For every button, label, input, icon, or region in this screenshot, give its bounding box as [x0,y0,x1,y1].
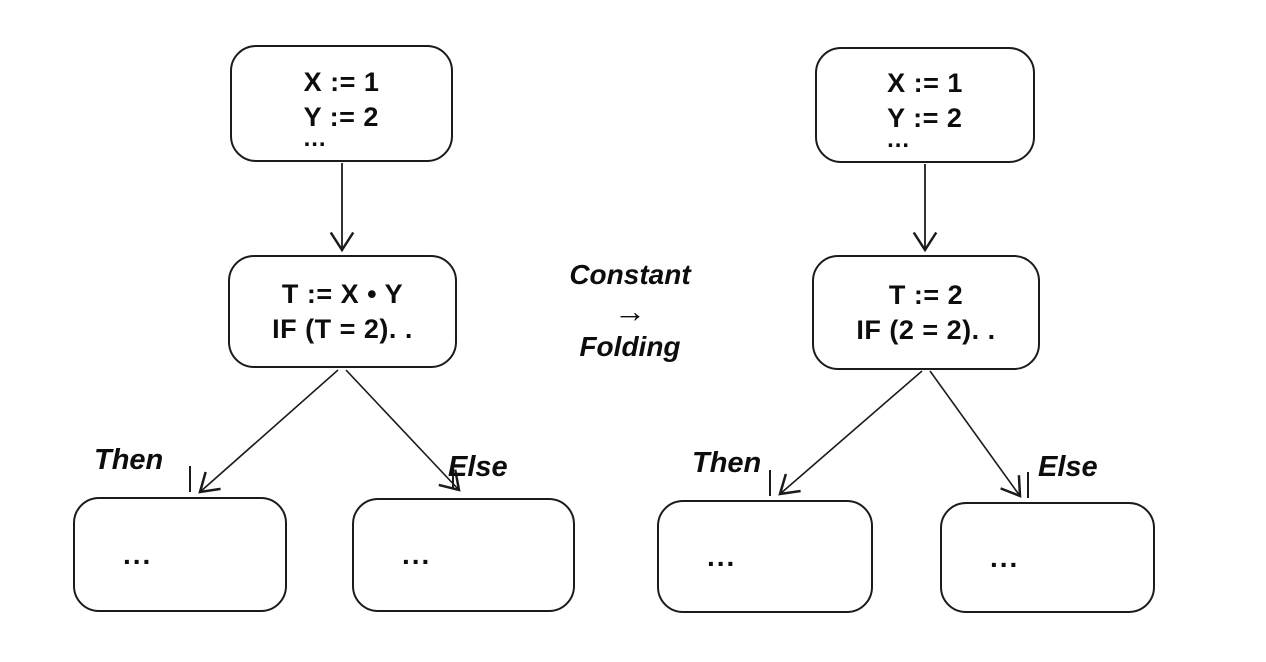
transform-name-top: Constant [569,259,691,290]
entry-block-after: X := 1 Y := 2 ... [815,47,1035,163]
else-arrow-label-after: Else [1038,451,1098,483]
else-block-after-dots: ... [990,541,1020,573]
cond-block-after-code: T := 2 IF (2 = 2). . [856,278,995,348]
flow-arrow-cond-to-else-before [345,369,461,492]
cond-block-before-code: T := X • Y IF (T = 2). . [272,277,413,347]
statement: Y := 2 [303,101,379,132]
else-block-after: ... [940,502,1155,613]
entry-block-after-code: X := 1 Y := 2 ... [887,66,963,153]
transform-name-bottom: Folding [579,331,681,362]
else-block-before-dots: ... [402,539,432,570]
right-arrow-icon: → [614,293,646,329]
statement: IF (T = 2). . [272,313,413,344]
statement: X := 1 [887,68,963,98]
flow-arrow-cond-to-else-after [929,370,1022,498]
entry-block-before-code: X := 1 Y := 2 ... [303,65,380,152]
continuation-dots: ... [887,126,911,153]
then-arrow-label-after: Then [692,447,762,479]
else-arrow-label-before: Else [448,451,508,483]
cond-block-before: T := X • Y IF (T = 2). . [228,255,457,368]
then-arrow-label-before: Then [94,444,164,476]
statement: T := 2 [888,279,964,310]
continuation-dots: ... [303,124,327,152]
transform-label: Constant → Folding [540,258,720,364]
then-block-before: ... [73,497,287,612]
then-block-after: ... [657,500,873,613]
statement: Y := 2 [887,103,963,133]
statement: T := X • Y [281,278,404,309]
flow-arrow-cond-to-then-before [198,369,339,494]
entry-block-before: X := 1 Y := 2 ... [230,45,453,162]
statement: IF (2 = 2). . [856,314,996,345]
else-block-before: ... [352,498,575,612]
statement: X := 1 [303,66,380,97]
cond-block-after: T := 2 IF (2 = 2). . [812,255,1040,370]
flow-arrow-cond-to-then-after [778,370,923,496]
then-block-before-dots: ... [123,538,153,570]
then-block-after-dots: ... [707,540,737,572]
